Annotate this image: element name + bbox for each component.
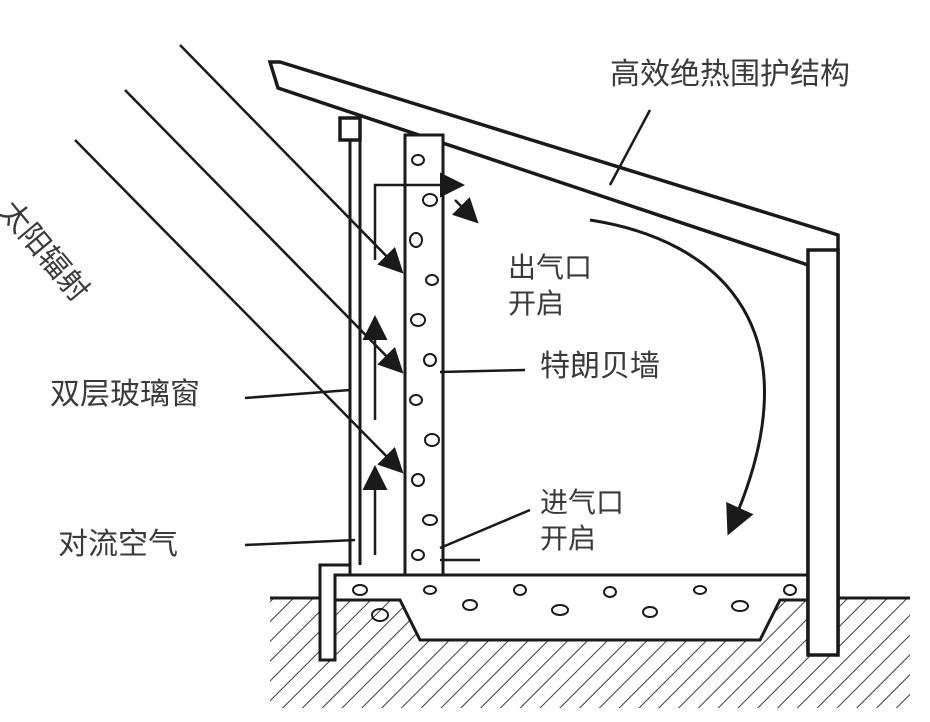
convection-air-label: 对流空气 <box>58 527 178 562</box>
floor-slab <box>333 573 822 642</box>
inlet-label-line1: 进气口 <box>540 486 625 519</box>
glazing-frame <box>318 140 362 662</box>
leader-lines <box>244 109 652 562</box>
inlet-label-line2: 开启 <box>540 522 597 555</box>
right-wall <box>806 248 840 657</box>
convection-arrows <box>362 172 479 555</box>
room-circulation-arrow <box>589 218 766 536</box>
envelope-label: 高效绝热围护结构 <box>610 57 850 92</box>
outlet-label: 出气口 开启 <box>508 250 592 322</box>
outlet-label-line1: 出气口 <box>508 251 593 284</box>
solar-rays <box>74 44 404 474</box>
trombe-wall-label: 特朗贝墙 <box>540 349 660 384</box>
inlet-label: 进气口 开启 <box>540 485 624 557</box>
outlet-label-line2: 开启 <box>508 287 565 320</box>
double-glazing-label: 双层玻璃窗 <box>50 377 200 412</box>
trombe-wall <box>403 133 445 577</box>
